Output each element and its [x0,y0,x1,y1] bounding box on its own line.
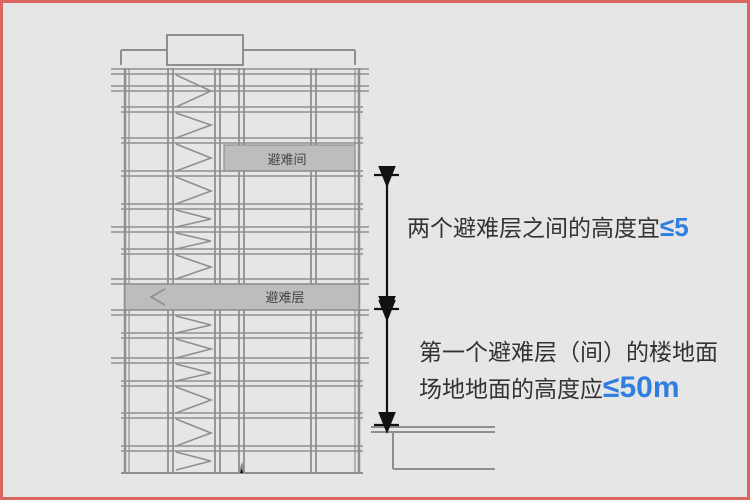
lower-annotation-line1-text: 第一个避难层（间）的楼地面 [419,340,718,366]
building-columns [167,68,317,473]
refuge-room-label: 避难间 [267,153,306,168]
upper-annotation: 两个避难层之间的高度宜≤5 [407,209,689,243]
upper-annotation-limit: ≤5 [660,212,689,242]
staircase [149,74,215,471]
refuge-floor-band [124,283,360,311]
floor-slabs [111,68,369,452]
lower-annotation-line1: 第一个避难层（间）的楼地面 [419,333,718,367]
ground-line [121,426,495,474]
dimension-lines [374,166,399,434]
building-section-diagram: 避难间 避难层 [111,34,495,474]
upper-annotation-text: 两个避难层之间的高度宜 [407,216,660,242]
roof-penthouse [120,34,356,66]
lower-annotation-line2: 场地地面的高度应≤50m [419,370,680,405]
lower-annotation-limit: ≤50m [603,371,680,404]
building-walls [123,68,361,473]
lower-annotation-line2-text: 场地地面的高度应 [419,377,603,403]
refuge-floor-label: 避难层 [265,291,304,306]
